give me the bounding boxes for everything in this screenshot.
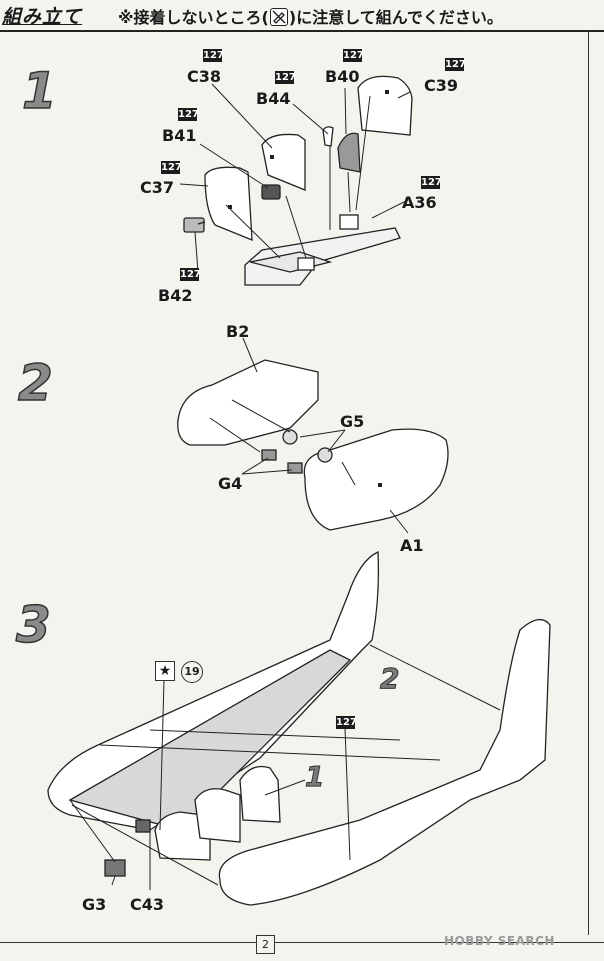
- subassembly-callout-2: 2: [379, 662, 400, 696]
- part-label-a36: A36: [402, 193, 437, 212]
- margin-rule: [588, 30, 589, 935]
- part-label-b41: B41: [162, 126, 197, 145]
- assembly-title: 組み立て: [2, 6, 83, 28]
- part-label-c37: C37: [140, 178, 175, 197]
- part-label-c38: C38: [187, 67, 222, 86]
- part-label-g4: G4: [218, 474, 243, 493]
- part-number-badge: 127: [336, 716, 357, 729]
- part-label-g5: G5: [340, 412, 365, 431]
- glue-note-suffix: )に注意して組んでください。: [288, 8, 503, 27]
- part-label-b2: B2: [226, 322, 250, 341]
- step-1-number: 1: [21, 62, 57, 120]
- part-number-badge: 127: [161, 161, 182, 174]
- part-label-b40: B40: [325, 67, 360, 86]
- part-label-g3: G3: [82, 895, 107, 914]
- part-label-c39: C39: [424, 76, 459, 95]
- no-glue-icon: [269, 8, 288, 26]
- part-label-b44: B44: [256, 89, 291, 108]
- part-number-badge: 127: [178, 108, 199, 121]
- part-number-badge: 127: [275, 71, 296, 84]
- step-3-number: 3: [15, 596, 51, 654]
- footer-rule: [0, 942, 604, 943]
- glue-note-prefix: ※接着しないところ(: [118, 8, 269, 27]
- part-number-badge: 127: [445, 58, 466, 71]
- paint-color-ref: 19: [181, 661, 203, 683]
- part-number-badge: 127: [203, 49, 224, 62]
- part-label-c43: C43: [130, 895, 165, 914]
- page-number: 2: [256, 935, 275, 954]
- subassembly-callout-1: 1: [304, 760, 325, 794]
- part-number-badge: 127: [343, 49, 364, 62]
- page-header: 組み立て ※接着しないところ( )に注意して組んでください。: [0, 0, 604, 32]
- watermark: HOBBY SEARCH: [444, 934, 555, 948]
- paint-star-icon: ★: [155, 661, 175, 681]
- part-number-badge: 127: [180, 268, 201, 281]
- part-label-b42: B42: [158, 286, 193, 305]
- glue-note: ※接着しないところ( )に注意して組んでください。: [118, 4, 503, 28]
- part-label-a1: A1: [400, 536, 424, 555]
- part-number-badge: 127: [421, 176, 442, 189]
- step-2-number: 2: [17, 354, 53, 412]
